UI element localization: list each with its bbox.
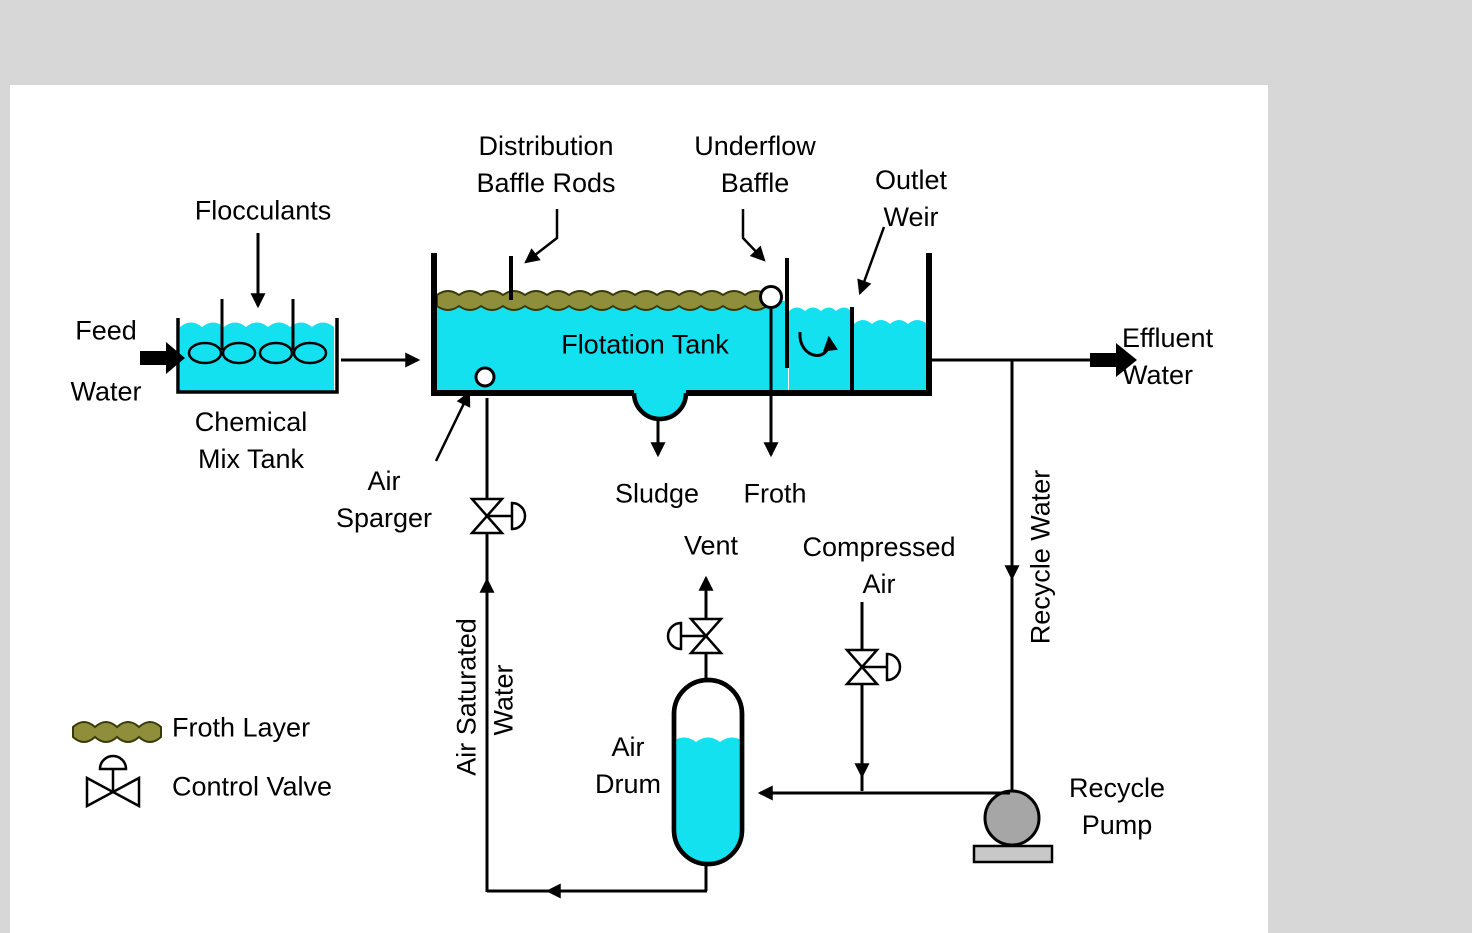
froth-layer-band — [436, 290, 768, 311]
diagram-canvas — [10, 85, 1268, 933]
legend-control-valve-symbol — [85, 754, 141, 809]
air-drum-shell-stroke — [671, 677, 745, 867]
sludge-hopper-outline — [631, 392, 689, 422]
air-sparger-pointer-arrow — [434, 390, 471, 462]
air-drum-water — [674, 737, 742, 864]
impeller-blade — [187, 341, 223, 365]
flotation-tank-water-right — [854, 320, 927, 393]
air-sparger-nozzle — [474, 366, 496, 388]
sludge-hopper-fill — [634, 393, 686, 419]
air-saturated-water-control-valve — [469, 497, 527, 535]
impeller-blade — [221, 341, 257, 365]
underflow-baffle-pointer-arrow — [741, 209, 766, 262]
impeller-blade — [292, 341, 328, 365]
impeller-blade — [258, 341, 294, 365]
mix-tank-water — [180, 322, 334, 392]
vent-control-valve — [666, 617, 724, 655]
flotation-tank-water-middle — [789, 307, 851, 393]
distribution-baffle-pointer-arrow — [524, 209, 559, 264]
compressed-air-control-valve — [844, 648, 902, 686]
legend-froth-swatch — [72, 721, 162, 743]
effluent-water-arrow — [1090, 343, 1137, 377]
recycle-pump-body — [983, 789, 1041, 847]
flotation-tank-water-left — [437, 301, 788, 393]
underflow-baffle-roller — [759, 285, 783, 309]
underflow-circulation-arrow — [798, 331, 838, 357]
feed-water-arrow — [140, 342, 185, 374]
recycle-pump-base — [972, 844, 1054, 864]
outlet-weir-pointer-arrow — [857, 226, 886, 296]
